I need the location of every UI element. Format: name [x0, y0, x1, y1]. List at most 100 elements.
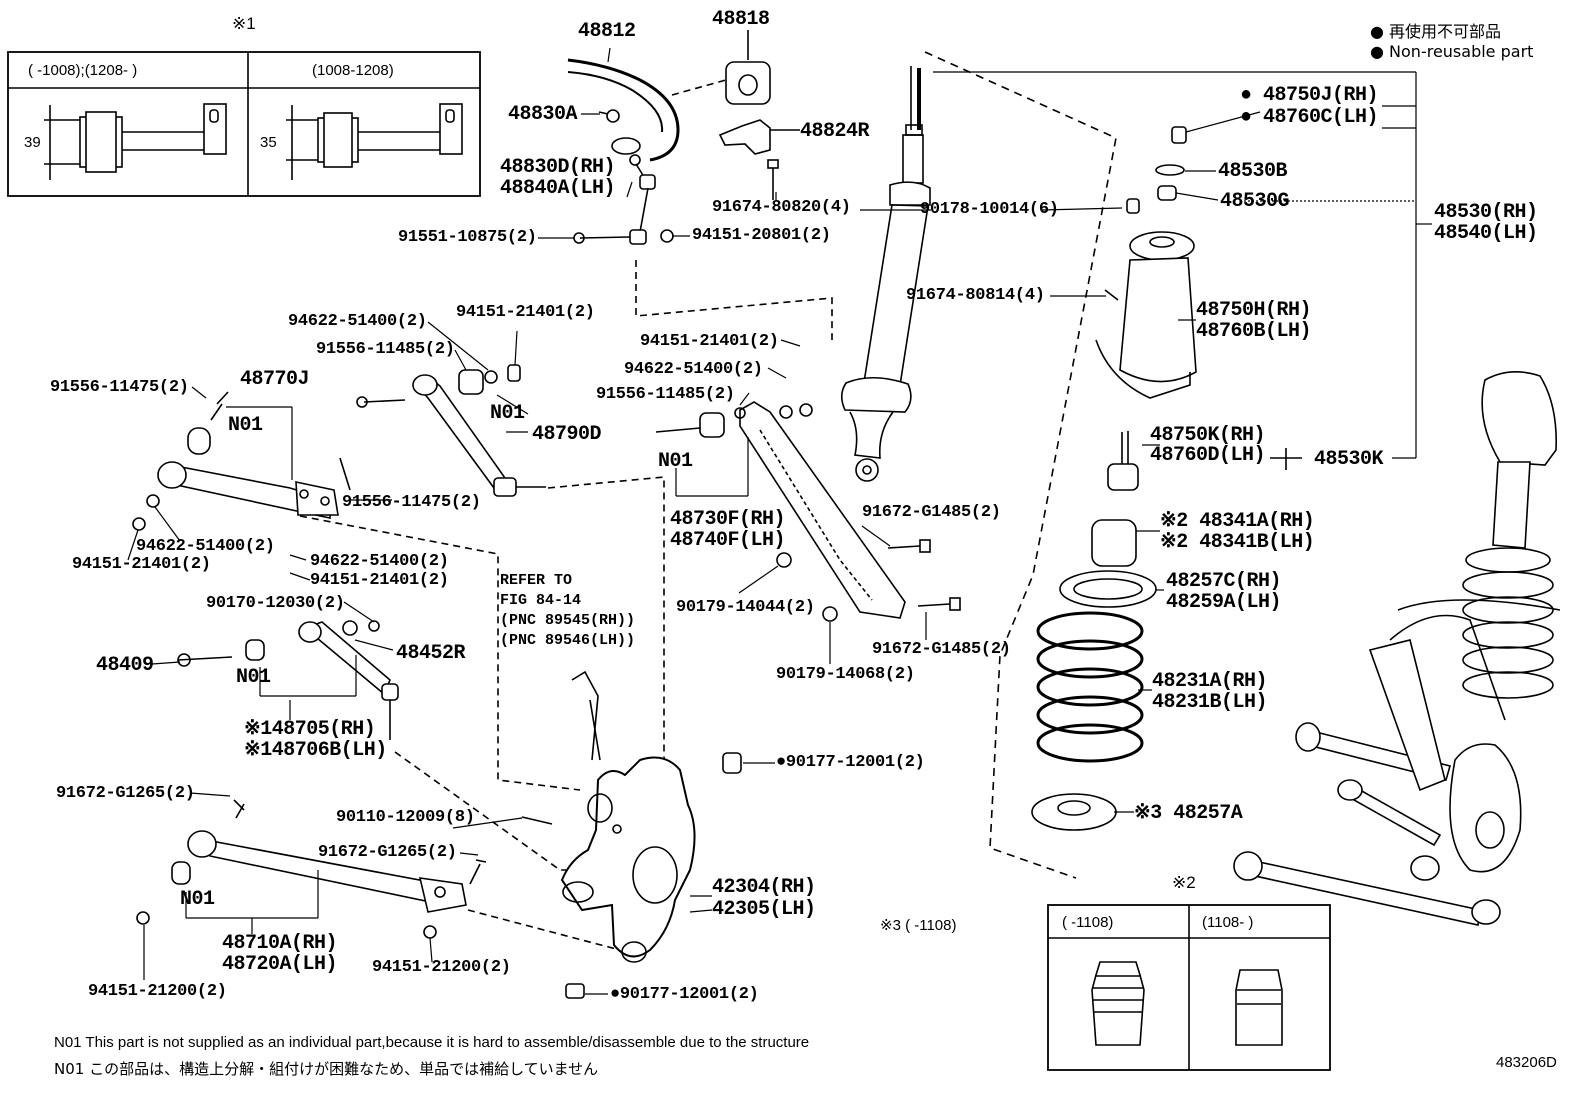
label-94151-21200-b: 94151-21200(2) [372, 958, 511, 977]
label-94151-21401-b: 94151-21401(2) [72, 555, 211, 574]
label-48710a: 48710A(RH) [222, 932, 338, 955]
label-48530-rh: 48530(RH) [1434, 201, 1538, 224]
stabilizer-bar [567, 30, 833, 340]
upper-mount [1095, 126, 1197, 399]
label-48720a: 48720A(LH) [222, 953, 338, 976]
label-94622-51400-c: 94622-51400(2) [310, 552, 449, 571]
link-48730F [655, 401, 961, 622]
label-48750k: 48750K(RH) [1150, 424, 1266, 447]
inset-1-col-right: (1008-1208) [312, 62, 394, 79]
figure-id: 483206D [1496, 1054, 1557, 1071]
label-48409: 48409 [96, 654, 154, 677]
toe-arm-48705 [177, 620, 566, 871]
label-90177-12001-a: ●90177-12001(2) [776, 753, 925, 772]
label-91672-g1485-a: 91672-G1485(2) [862, 503, 1001, 522]
bump-stopper [1091, 431, 1139, 567]
n01-label-d: N01 [236, 666, 271, 689]
inset-1-box [7, 51, 481, 197]
n01-label-e: N01 [180, 888, 215, 911]
n01-label-b: N01 [490, 402, 525, 425]
note-3-range: ※3 ( -1108) [880, 917, 957, 934]
label-48530k: 48530K [1314, 448, 1384, 471]
inset-1-title: ※1 [232, 14, 256, 33]
label-48341a: ※2 48341A(RH) [1160, 510, 1315, 533]
refer-line-3: (PNC 89545(RH)) [500, 612, 636, 629]
label-91672-g1265-a: 91672-G1265(2) [56, 784, 195, 803]
label-94622-51400-d: 94622-51400(2) [624, 360, 763, 379]
label-48824r: 48824R [800, 120, 870, 143]
label-91556-11485-a: 91556-11485(2) [316, 340, 455, 359]
legend-en: ● Non-reusable part [1370, 42, 1534, 61]
label-91672-g1265-b: 91672-G1265(2) [318, 843, 457, 862]
label-48812: 48812 [578, 20, 636, 43]
inset-1-dim-left: 39 [24, 134, 41, 151]
label-48257c: 48257C(RH) [1166, 570, 1282, 593]
shock-absorber [840, 51, 1117, 879]
label-90179-14044: 90179-14044(2) [676, 598, 815, 617]
label-90170-12030: 90170-12030(2) [206, 594, 345, 613]
label-48830a: 48830A [508, 103, 578, 126]
label-48341b: ※2 48341B(LH) [1160, 531, 1315, 554]
label-48830d: 48830D(RH) [500, 156, 616, 179]
assembled-view [1233, 371, 1561, 926]
label-48818: 48818 [712, 8, 770, 31]
upper-arm-48770J [132, 391, 581, 791]
label-48452r: 48452R [396, 642, 466, 665]
label-48705: ※148705(RH) [244, 718, 376, 741]
label-48706b: ※148706B(LH) [244, 739, 387, 762]
label-94151-21401-c: 94151-21401(2) [310, 571, 449, 590]
inset-1-dim-right: 35 [260, 134, 277, 151]
label-42304: 42304(RH) [712, 876, 816, 899]
bracket-lines [933, 71, 1432, 470]
inset-2-title: ※2 [1172, 873, 1196, 892]
label-91556-11475-b: 91556-11475(2) [342, 493, 481, 512]
label-94151-21401-a: 94151-21401(2) [456, 303, 595, 322]
leader-lines [127, 47, 1416, 995]
label-48740f: 48740F(LH) [670, 529, 786, 552]
label-94151-20801: 94151-20801(2) [692, 226, 831, 245]
inset-2-box [1047, 904, 1331, 1071]
label-48770j: 48770J [240, 368, 310, 391]
coil-spring [1031, 570, 1157, 831]
label-48840a: 48840A(LH) [500, 177, 616, 200]
label-48257a: ※3 48257A [1134, 802, 1243, 825]
label-42305: 42305(LH) [712, 898, 816, 921]
refer-line-2: FIG 84-14 [500, 592, 582, 609]
label-91674-80814: 91674-80814(4) [906, 286, 1045, 305]
label-91556-11485-b: 91556-11485(2) [596, 385, 735, 404]
refer-line-1: REFER TO [500, 572, 573, 589]
label-48750h: 48750H(RH) [1196, 299, 1312, 322]
inset-2-col-right: (1108- ) [1202, 914, 1254, 931]
label-90178-10014: 90178-10014(6) [920, 200, 1059, 219]
footnote-en: N01 This part is not supplied as an indi… [54, 1034, 810, 1051]
label-91672-g1485-b: 91672-G1485(2) [872, 640, 1011, 659]
footnote-jp: N01 この部品は、構造上分解・組付けが困難なため、単品では補給していません [54, 1060, 599, 1078]
label-94151-21200-a: 94151-21200(2) [88, 982, 227, 1001]
label-90110-12009: 90110-12009(8) [336, 808, 475, 827]
label-48760b: 48760B(LH) [1196, 320, 1312, 343]
label-94622-51400-b: 94622-51400(2) [136, 537, 275, 556]
label-48790d: 48790D [532, 423, 602, 446]
n01-label-a: N01 [228, 414, 263, 437]
label-90179-14068: 90179-14068(2) [776, 665, 915, 684]
label-91674-80820: 91674-80820(4) [712, 198, 851, 217]
label-91551-10875: 91551-10875(2) [398, 228, 537, 247]
inset-1-col-left: ( -1008);(1208- ) [28, 62, 138, 79]
label-48540-lh: 48540(LH) [1434, 222, 1538, 245]
legend-jp: ● 再使用不可部品 [1370, 22, 1502, 41]
n01-label-c: N01 [658, 450, 693, 473]
label-48760c: ● 48760C(LH) [1240, 106, 1379, 129]
lower-arm-48710A [136, 799, 621, 951]
label-48530g: 48530G [1220, 190, 1290, 213]
label-91556-11475-a: 91556-11475(2) [50, 378, 189, 397]
label-94622-51400-a: 94622-51400(2) [288, 312, 427, 331]
inset-2-col-left: ( -1108) [1062, 914, 1114, 931]
label-48760d: 48760D(LH) [1150, 444, 1266, 467]
knuckle-42304 [521, 670, 742, 999]
upper-arm-48790D [356, 364, 665, 760]
label-94151-21401-d: 94151-21401(2) [640, 332, 779, 351]
label-48231b: 48231B(LH) [1152, 691, 1268, 714]
label-90177-12001-b: ●90177-12001(2) [610, 985, 759, 1004]
label-48750j: ● 48750J(RH) [1240, 84, 1379, 107]
